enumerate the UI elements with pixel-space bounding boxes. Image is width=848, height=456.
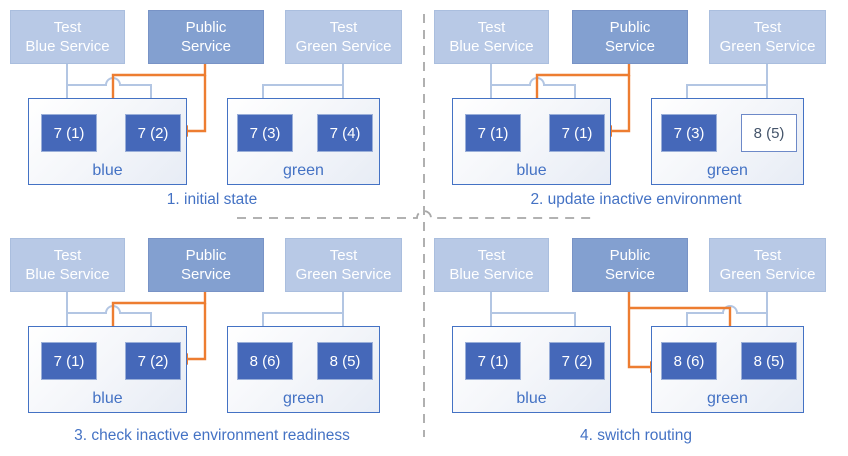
version-label: 7 (1): [53, 352, 85, 370]
version-box: 8 (6): [661, 342, 717, 380]
public-service-box: Public Service: [148, 238, 264, 292]
test-green-service-box: Test Green Service: [285, 238, 402, 292]
version-label: 8 (5): [753, 352, 785, 370]
public-service-label: Public Service: [180, 246, 232, 284]
environment-name-label: green: [707, 162, 748, 179]
environment-name-label: green: [707, 390, 748, 407]
version-box: 7 (1): [549, 114, 605, 152]
version-box: 7 (3): [661, 114, 717, 152]
environment-green-box: 8 (6) 8 (5) green: [227, 326, 380, 413]
version-label: 8 (6): [673, 352, 705, 370]
version-box: 7 (1): [41, 114, 97, 152]
version-label: 7 (3): [249, 124, 281, 142]
test-blue-service-box: Test Blue Service: [10, 10, 125, 64]
version-label: 7 (1): [477, 352, 509, 370]
panel-2-update-inactive-environment: Test Blue Service Public Service Test Gr…: [424, 0, 848, 228]
version-box: 7 (4): [317, 114, 373, 152]
panel-caption: 3. check inactive environment readiness: [74, 427, 350, 444]
environment-blue-box: 7 (1) 7 (2) blue: [28, 98, 187, 185]
environment-blue-box: 7 (1) 7 (2) blue: [452, 326, 611, 413]
environment-name-label: blue: [92, 390, 123, 407]
version-label: 7 (4): [329, 124, 361, 142]
version-label: 7 (1): [477, 124, 509, 142]
version-box: 8 (6): [237, 342, 293, 380]
test-green-service-label: Test Green Service: [295, 18, 392, 56]
public-service-box: Public Service: [572, 238, 688, 292]
panel-1-initial-state: Test Blue Service Public Service Test Gr…: [0, 0, 424, 228]
test-service-connectors: [490, 290, 768, 332]
version-box: 7 (1): [465, 114, 521, 152]
test-blue-service-label: Test Blue Service: [449, 18, 534, 56]
version-box: 7 (2): [125, 114, 181, 152]
public-service-label: Public Service: [604, 18, 656, 56]
environment-name-label: blue: [516, 162, 547, 179]
version-box: 7 (1): [465, 342, 521, 380]
environment-name-label: green: [283, 390, 324, 407]
version-label: 7 (3): [673, 124, 705, 142]
version-label: 7 (2): [561, 352, 593, 370]
version-box: 8 (5): [317, 342, 373, 380]
version-label: 8 (6): [249, 352, 281, 370]
version-label: 7 (1): [53, 124, 85, 142]
environment-green-box: 8 (6) 8 (5) green: [651, 326, 804, 413]
panel-caption: 4. switch routing: [580, 427, 692, 444]
test-service-connectors: [66, 62, 344, 104]
version-box: 7 (3): [237, 114, 293, 152]
public-service-box: Public Service: [572, 10, 688, 64]
environment-name-label: blue: [516, 390, 547, 407]
panel-3-check-inactive-environment-readiness: Test Blue Service Public Service Test Gr…: [0, 228, 424, 456]
version-box: 8 (5): [741, 342, 797, 380]
test-green-service-box: Test Green Service: [709, 238, 826, 292]
public-service-label: Public Service: [180, 18, 232, 56]
version-label: 7 (2): [137, 352, 169, 370]
test-green-service-box: Test Green Service: [709, 10, 826, 64]
test-blue-service-label: Test Blue Service: [25, 246, 110, 284]
test-blue-service-box: Test Blue Service: [434, 238, 549, 292]
public-service-label: Public Service: [604, 246, 656, 284]
version-label: 8 (5): [329, 352, 361, 370]
panel-caption: 2. update inactive environment: [530, 191, 742, 208]
environment-blue-box: 7 (1) 7 (1) blue: [452, 98, 611, 185]
version-box-updating: 8 (5): [741, 114, 797, 152]
test-blue-service-box: Test Blue Service: [10, 238, 125, 292]
test-blue-service-box: Test Blue Service: [434, 10, 549, 64]
test-blue-service-label: Test Blue Service: [449, 246, 534, 284]
panel-4-switch-routing: Test Blue Service Public Service Test Gr…: [424, 228, 848, 456]
public-service-box: Public Service: [148, 10, 264, 64]
environment-blue-box: 7 (1) 7 (2) blue: [28, 326, 187, 413]
version-box: 7 (1): [41, 342, 97, 380]
test-green-service-label: Test Green Service: [719, 18, 816, 56]
version-label: 7 (2): [137, 124, 169, 142]
environment-green-box: 7 (3) 7 (4) green: [227, 98, 380, 185]
test-green-service-label: Test Green Service: [719, 246, 816, 284]
environment-green-box: 7 (3) 8 (5) green: [651, 98, 804, 185]
environment-name-label: blue: [92, 162, 123, 179]
test-blue-service-label: Test Blue Service: [25, 18, 110, 56]
panel-caption: 1. initial state: [166, 191, 258, 208]
test-green-service-label: Test Green Service: [295, 246, 392, 284]
version-box: 7 (2): [125, 342, 181, 380]
version-label: 7 (1): [561, 124, 593, 142]
test-green-service-box: Test Green Service: [285, 10, 402, 64]
version-label: 8 (5): [753, 124, 785, 142]
version-box: 7 (2): [549, 342, 605, 380]
environment-name-label: green: [283, 162, 324, 179]
